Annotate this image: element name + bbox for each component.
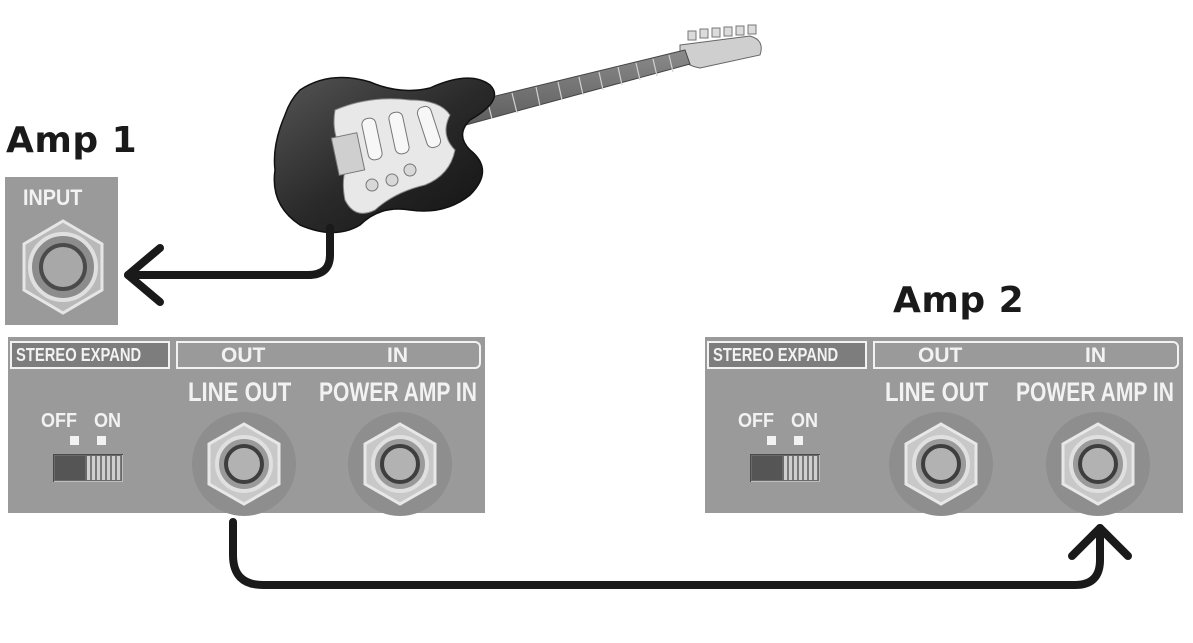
amp1-stereo-expand-label: STEREO EXPAND — [16, 345, 142, 365]
amp1-power-amp-in-jack[interactable] — [345, 409, 455, 519]
amp2-stereo-expand-label: STEREO EXPAND — [713, 345, 839, 365]
amp1-out-in-bracket — [178, 341, 481, 369]
amp2-out-in-bracket — [875, 341, 1179, 369]
tuning-pegs — [687, 24, 757, 41]
amp1-in-label: IN — [387, 344, 408, 367]
input-arrowhead — [124, 244, 164, 306]
amp1-switch-off-label: OFF — [41, 410, 77, 432]
poweramp-arrowhead — [1068, 524, 1132, 560]
amp1-out-label: OUT — [221, 344, 266, 367]
lineout-to-poweramp-cable — [229, 518, 1104, 589]
amp2-switch-on-label: ON — [791, 410, 818, 432]
amp2-off-indicator — [767, 436, 776, 445]
amp1-rear-panel: STEREO EXPAND OUT IN LINE OUT POWER AMP … — [8, 337, 485, 516]
amp1-stereo-expand-switch[interactable] — [53, 454, 123, 482]
amp1-power-amp-in-label: POWER AMP IN — [319, 377, 477, 407]
amp2-on-indicator — [794, 436, 803, 445]
amp2-divider — [873, 341, 875, 369]
amp1-line-out-label: LINE OUT — [188, 377, 292, 407]
input-label: INPUT — [23, 185, 83, 210]
amp2-power-amp-in-label: POWER AMP IN — [1016, 377, 1174, 407]
amp1-stereo-expand-box: STEREO EXPAND — [10, 341, 170, 369]
amp1-on-indicator — [97, 436, 106, 445]
amp2-switch-off-label: OFF — [738, 410, 774, 432]
guitar-knobs — [365, 163, 417, 192]
amp1-title: Amp 1 — [6, 120, 138, 161]
amp1-switch-on-label: ON — [94, 410, 121, 432]
guitar-to-input-cable — [124, 224, 334, 279]
input-jack[interactable] — [13, 217, 113, 317]
amp2-title: Amp 2 — [893, 280, 1025, 321]
amp1-input-panel: INPUT — [5, 177, 118, 325]
amp1-divider — [176, 341, 178, 369]
amp2-stereo-expand-box: STEREO EXPAND — [707, 341, 867, 369]
amp2-power-amp-in-jack[interactable] — [1043, 409, 1153, 519]
guitar-bridge — [330, 132, 366, 176]
amp2-stereo-expand-switch[interactable] — [750, 454, 820, 482]
amp2-in-label: IN — [1085, 344, 1106, 367]
amp2-line-out-jack[interactable] — [886, 409, 996, 519]
amp2-line-out-label: LINE OUT — [885, 377, 989, 407]
amp2-rear-panel: STEREO EXPAND OUT IN LINE OUT POWER AMP … — [705, 337, 1183, 516]
amp1-off-indicator — [70, 436, 79, 445]
guitar-pickups — [361, 105, 442, 161]
amp1-line-out-jack[interactable] — [189, 409, 299, 519]
amp2-out-label: OUT — [918, 344, 963, 367]
